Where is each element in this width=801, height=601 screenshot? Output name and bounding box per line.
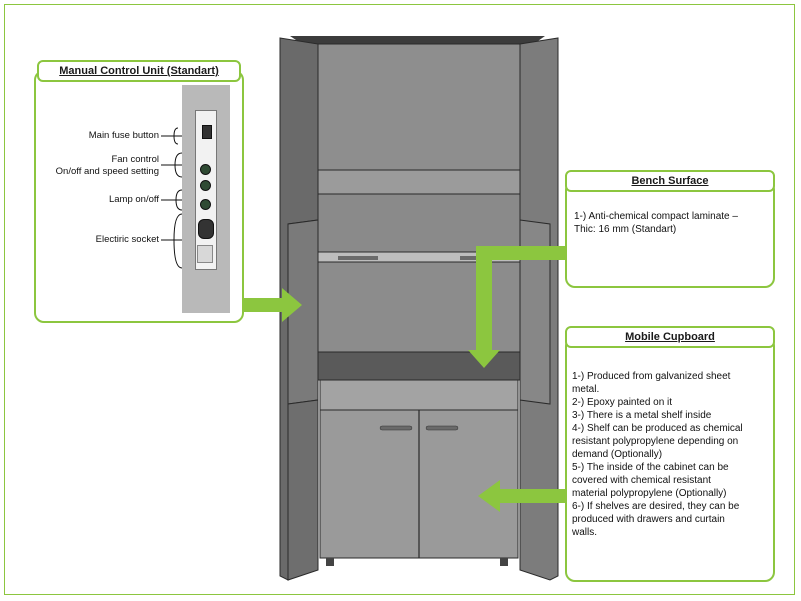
cupboard-line: produced with drawers and curtain (572, 514, 725, 525)
mobile-cupboard-title: Mobile Cupboard (565, 326, 775, 348)
electric-socket (198, 219, 214, 239)
cabinet-interior-back (317, 43, 521, 191)
left-side-lower (287, 399, 319, 581)
cupboard-line: 2-) Epoxy painted on it (572, 397, 673, 408)
outer-frame (4, 4, 795, 595)
cupboard-line: walls. (572, 527, 598, 538)
cupboard-line: 1-) Produced from galvanized sheet (572, 371, 731, 382)
control-unit-plate (182, 85, 230, 313)
cupboard-line: 6-) If shelves are desired, they can be (572, 501, 740, 512)
bench-surface (317, 351, 521, 381)
label-lamp: Lamp on/off (108, 194, 159, 205)
fan-switch (200, 164, 211, 175)
bench-surface-line-1: 1-) Anti-chemical compact laminate – (574, 211, 738, 222)
wheel-right (500, 558, 508, 566)
baffle (317, 169, 521, 195)
label-fan-control-1: Fan control (111, 154, 159, 165)
cupboard-line: 3-) There is a metal shelf inside (572, 410, 712, 421)
door-handle-right (425, 425, 459, 431)
label-main-fuse: Main fuse button (88, 130, 159, 141)
label-fan-control-2: On/off and speed setting (55, 166, 159, 177)
sash-window (317, 193, 521, 255)
wheel-left (326, 558, 334, 566)
right-side-mid (519, 219, 551, 405)
socket-cover (197, 245, 213, 263)
mobile-cupboard-text: 1-) Produced from galvanized sheet metal… (572, 370, 772, 539)
bench-surface-title: Bench Surface (565, 170, 775, 192)
fuse-button (202, 125, 212, 139)
cupboard-line: covered with chemical resistant (572, 475, 711, 486)
cupboard-line: material polypropylene (Optionally) (572, 488, 727, 499)
label-socket: Electiric socket (95, 234, 159, 245)
bench-surface-line-2: Thic: 16 mm (Standart) (574, 224, 677, 235)
cupboard-line: 5-) The inside of the cabinet can be (572, 462, 729, 473)
sash-handle-right (460, 256, 500, 260)
left-side-mid (287, 219, 319, 405)
front-panel (319, 379, 519, 411)
manual-control-title: Manual Control Unit (Standart) (37, 60, 241, 82)
fan-speed-knob (200, 180, 211, 191)
cupboard-line: resistant polypropylene depending on (572, 436, 739, 447)
lamp-switch (200, 199, 211, 210)
working-chamber (317, 261, 521, 359)
door-handle-left (379, 425, 413, 431)
cupboard-line: metal. (572, 384, 600, 395)
cupboard-line: demand (Optionally) (572, 449, 663, 460)
cupboard-line: 4-) Shelf can be produced as chemical (572, 423, 743, 434)
sash-handle-left (338, 256, 378, 260)
